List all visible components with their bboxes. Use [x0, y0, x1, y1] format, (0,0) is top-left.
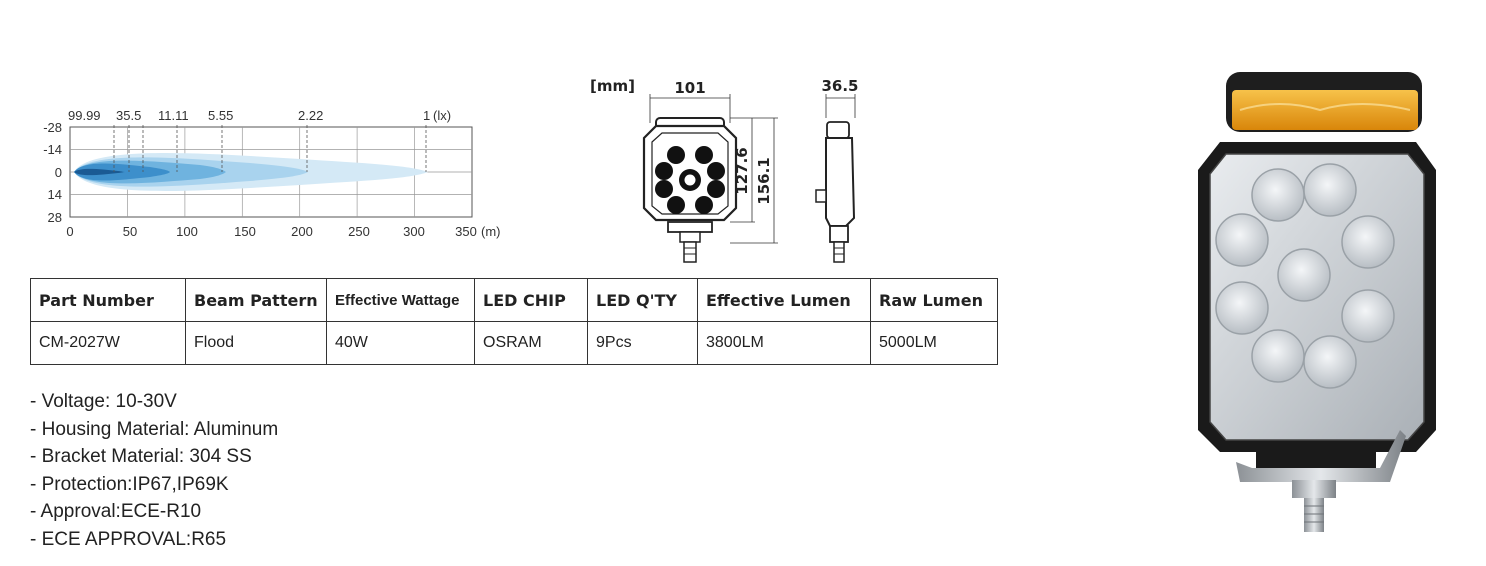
- y-tick: 28: [48, 210, 62, 225]
- cell-led-qty: 9Pcs: [587, 321, 698, 365]
- dimension-height-body: 127.6: [733, 147, 751, 194]
- x-tick: 250: [348, 224, 370, 239]
- dimension-height-total: 156.1: [755, 157, 773, 204]
- spec-table: Part Number Beam Pattern Effective Watta…: [30, 278, 998, 365]
- spec-table-header-row: Part Number Beam Pattern Effective Watta…: [30, 278, 998, 322]
- header-beam-pattern: Beam Pattern: [185, 278, 327, 322]
- dimension-unit-label: [mm]: [590, 77, 635, 95]
- dimension-depth: 36.5: [821, 77, 858, 95]
- cell-effective-lumen: 3800LM: [697, 321, 871, 365]
- header-effective-wattage: Effective Wattage: [326, 278, 475, 322]
- bracket-steel: [1236, 430, 1406, 482]
- beam-isolux-5: [74, 168, 125, 176]
- dimension-drawing: [mm] 101 36.5 127.6 156.1: [590, 77, 859, 263]
- header-led-chip: LED CHIP: [474, 278, 588, 322]
- lux-label: 2.22: [298, 108, 323, 123]
- x-tick: 300: [403, 224, 425, 239]
- led-lens-group: [1215, 163, 1395, 389]
- product-image: [1198, 72, 1436, 532]
- lamp-side-view: [815, 121, 856, 263]
- lux-label: 35.5: [116, 108, 141, 123]
- amber-light-lens: [1232, 90, 1418, 130]
- cell-effective-wattage: 40W: [326, 321, 475, 365]
- cell-beam-pattern: Flood: [185, 321, 327, 365]
- feature-voltage: - Voltage: 10-30V: [30, 391, 177, 412]
- lux-label: 11.11: [158, 108, 189, 123]
- x-unit: (m): [481, 224, 501, 239]
- feature-approval: - Approval:ECE-R10: [30, 501, 202, 522]
- y-tick: 14: [48, 187, 62, 202]
- beam-pattern-chart: 99.99 35.5 11.11 5.55 2.22 1 (lx) -28 -1…: [43, 108, 501, 239]
- x-tick: 150: [234, 224, 256, 239]
- cell-part-number: CM-2027W: [30, 321, 186, 365]
- x-tick: 50: [123, 224, 137, 239]
- mounting-bolt: [1304, 498, 1324, 532]
- y-tick: -28: [43, 120, 62, 135]
- dimension-width: 101: [674, 79, 705, 97]
- lux-label: 5.55: [208, 108, 233, 123]
- lux-label: 99.99: [68, 108, 101, 123]
- feature-list: - Voltage: 10-30V - Housing Material: Al…: [30, 388, 278, 553]
- header-raw-lumen: Raw Lumen: [870, 278, 998, 322]
- cell-led-chip: OSRAM: [474, 321, 588, 365]
- y-tick: 0: [55, 165, 62, 180]
- feature-protection: - Protection:IP67,IP69K: [30, 473, 229, 495]
- table-row: CM-2027W Flood 40W OSRAM 9Pcs 3800LM 500…: [30, 321, 998, 365]
- x-tick: 100: [176, 224, 198, 239]
- feature-housing-material: - Housing Material: Aluminum: [30, 418, 279, 440]
- x-tick: 350: [455, 224, 477, 239]
- x-tick: 0: [66, 224, 73, 239]
- header-effective-lumen: Effective Lumen: [697, 278, 871, 322]
- feature-bracket-material: - Bracket Material: 304 SS: [30, 446, 252, 467]
- mounting-bracket: [1256, 452, 1376, 472]
- feature-ece-approval: - ECE APPROVAL:R65: [30, 528, 227, 550]
- y-tick: -14: [43, 142, 62, 157]
- header-part-number: Part Number: [30, 278, 186, 322]
- lux-markers: [113, 125, 427, 172]
- x-tick: 200: [291, 224, 313, 239]
- lux-unit: (lx): [433, 108, 451, 123]
- lamp-front-view: [642, 117, 738, 263]
- lux-label: 1: [423, 108, 430, 123]
- header-led-qty: LED Q'TY: [587, 278, 698, 322]
- cell-raw-lumen: 5000LM: [870, 321, 998, 365]
